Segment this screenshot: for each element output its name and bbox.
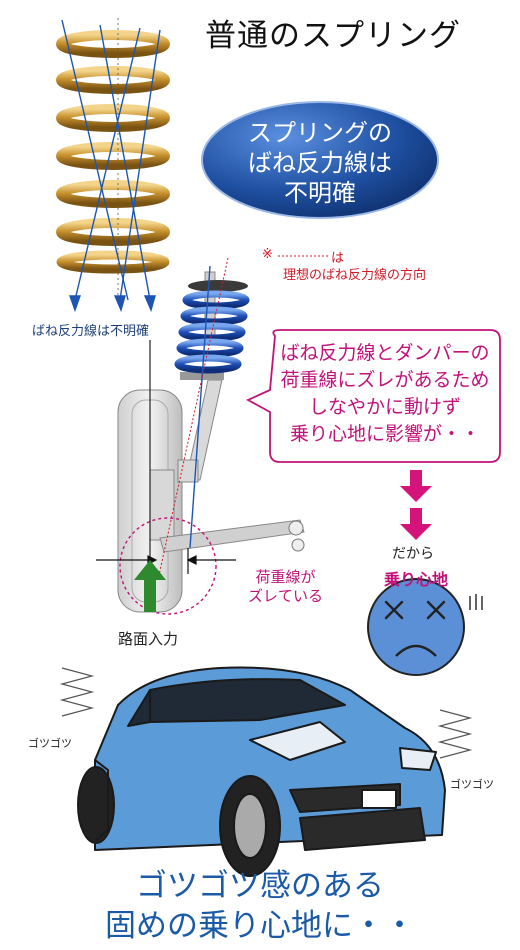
info-oval bbox=[201, 101, 439, 219]
page-title: 普通のスプリング bbox=[205, 18, 461, 54]
vibration-icon-right bbox=[437, 709, 473, 759]
road-input-label: 路面入力 bbox=[118, 630, 179, 648]
oval-message: スプリングの ばね反力線は 不明確 bbox=[210, 118, 430, 208]
down-arrows bbox=[400, 470, 432, 540]
ride-comfort-label: 乗り心地 bbox=[384, 570, 449, 589]
bottom-line-1: ゴツゴツ感のある bbox=[136, 868, 384, 904]
bottom-line-2: 固めの乗り心地に・・ bbox=[105, 908, 415, 944]
callout-line-3: しなやかに動けず bbox=[308, 396, 461, 418]
oval-line-2: ばね反力線は bbox=[248, 149, 392, 177]
offset-highlight-circle bbox=[119, 517, 217, 615]
car-illustration bbox=[77, 666, 446, 877]
damper-load-line bbox=[189, 265, 211, 549]
callout-line-2: 荷重線にズレがあるため bbox=[280, 369, 490, 391]
vibration-icon-left bbox=[59, 667, 95, 717]
road-input-arrow bbox=[134, 560, 166, 612]
ideal-note-mark: ※ bbox=[262, 247, 273, 262]
load-shift-line-1: 荷重線が bbox=[255, 568, 316, 586]
callout-line-1: ばね反力線とダンパーの bbox=[280, 342, 490, 364]
load-shift-line-2: ズレている bbox=[248, 587, 324, 605]
callout-line-4: 乗り心地に影響が・・ bbox=[289, 423, 480, 445]
ideal-note-text: 理想のばね反力線の方向 bbox=[283, 268, 427, 283]
callout-text: ばね反力線とダンパーの 荷重線にズレがあるため しなやかに動けず 乗り心地に影響… bbox=[270, 340, 500, 448]
ideal-reaction-line bbox=[157, 257, 229, 581]
oval-line-3: 不明確 bbox=[284, 179, 356, 207]
spring-reaction-label: ばね反力線は不明確 bbox=[32, 324, 150, 339]
normal-coil-spring bbox=[56, 30, 170, 274]
callout-bubble bbox=[245, 329, 501, 463]
ideal-note-suffix: は bbox=[331, 251, 345, 266]
sad-face-icon bbox=[367, 578, 483, 676]
load-shift-label: 荷重線が ズレている bbox=[248, 568, 323, 606]
oval-line-1: スプリングの bbox=[248, 119, 392, 147]
gotsu-left-label: ゴツゴツ bbox=[28, 737, 72, 750]
gotsu-right-label: ゴツゴツ bbox=[450, 778, 494, 791]
lower-control-arm bbox=[159, 519, 305, 553]
reaction-lines bbox=[61, 19, 161, 313]
offset-indicator bbox=[96, 548, 236, 574]
therefore-label: だから bbox=[392, 546, 434, 562]
